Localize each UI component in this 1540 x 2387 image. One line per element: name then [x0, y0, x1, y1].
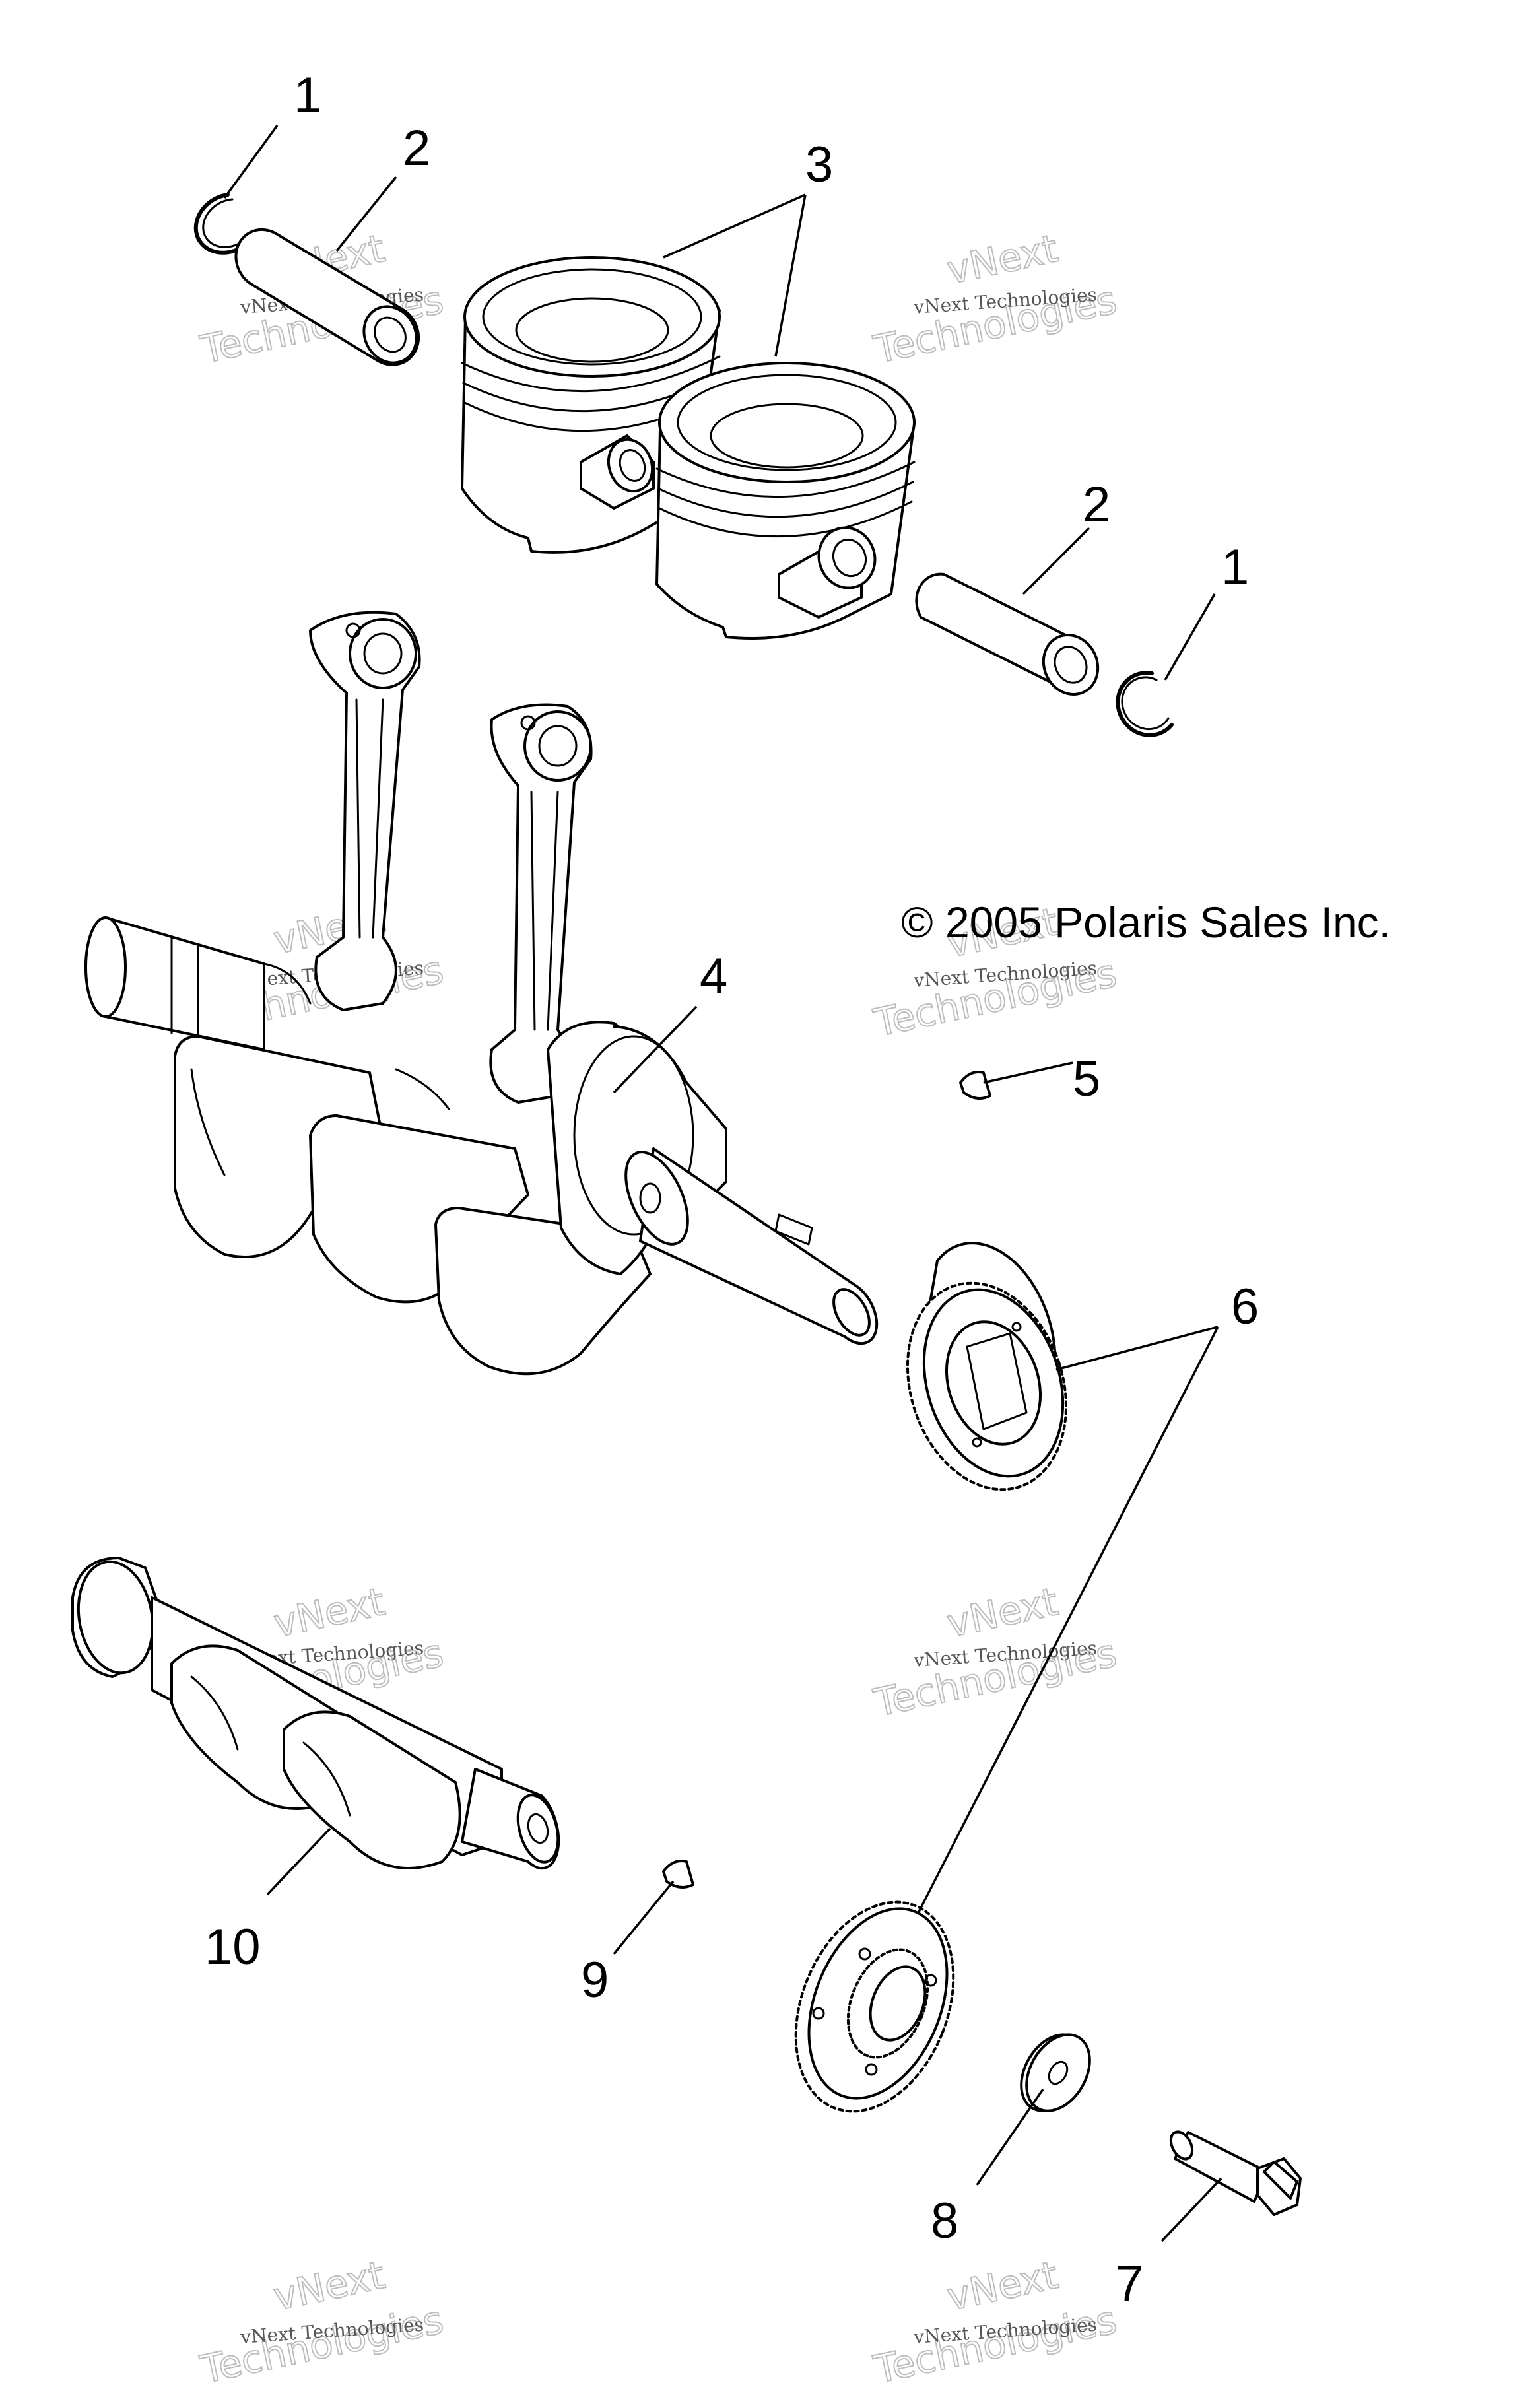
callout-1-upper: 1 [294, 67, 321, 123]
callout-3: 3 [805, 137, 833, 193]
callout-8: 8 [931, 2193, 958, 2249]
woodruff-key-lower [662, 1860, 694, 1889]
circlip-lower [1116, 671, 1174, 737]
svg-text:vNext: vNext [943, 226, 1062, 293]
svg-text:vNext: vNext [270, 2252, 389, 2320]
crankshaft-assembly [84, 611, 879, 1376]
balance-shaft [71, 1557, 560, 1870]
watermark-7: vNext Technologies vNext Technologies [196, 2252, 448, 2387]
svg-text:vNext: vNext [270, 1579, 389, 1646]
gear-lower [794, 1900, 955, 2113]
circlip-upper [193, 193, 242, 255]
callout-2-upper: 2 [403, 120, 430, 176]
callout-4: 4 [700, 949, 727, 1005]
callout-1-lower: 1 [1221, 539, 1249, 595]
callout-5: 5 [1073, 1051, 1100, 1107]
callout-9: 9 [581, 1952, 609, 2008]
watermark-8: vNext Technologies vNext Technologies [869, 2252, 1122, 2387]
piston-left [461, 256, 721, 554]
washer [1020, 2033, 1091, 2112]
watermark-2: vNext Technologies vNext Technologies [869, 225, 1122, 373]
svg-text:vNext: vNext [943, 2252, 1062, 2320]
leader-lines [223, 124, 1222, 2242]
callout-7: 7 [1116, 2256, 1143, 2312]
piston-pin-upper [234, 228, 420, 366]
callout-2-lower: 2 [1083, 477, 1110, 533]
watermark-6: vNext Technologies vNext Technologies [869, 1578, 1122, 1726]
callout-10: 10 [205, 1919, 261, 1975]
gear-upper [906, 1242, 1068, 1491]
piston-pin-lower [915, 572, 1100, 696]
copyright-notice: © 2005 Polaris Sales Inc. [901, 898, 1391, 947]
woodruff-key-upper [959, 1071, 991, 1100]
svg-text:vNext: vNext [943, 1579, 1062, 1646]
callout-6: 6 [1231, 1279, 1259, 1335]
piston-right [655, 362, 916, 640]
bolt [1169, 2130, 1302, 2216]
